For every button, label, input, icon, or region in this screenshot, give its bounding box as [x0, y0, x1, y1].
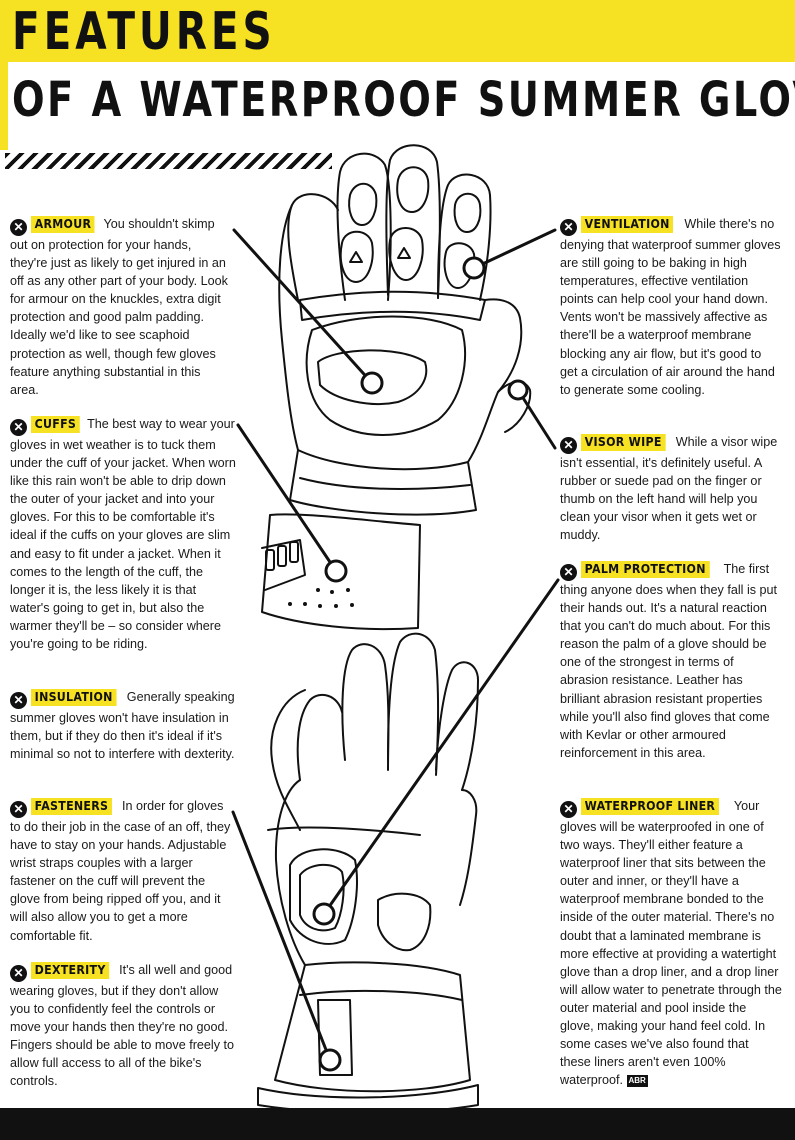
feature-body: Your gloves will be waterproofed in one … — [560, 799, 782, 1088]
feature-body: In order for gloves to do their job in t… — [10, 799, 231, 943]
page-subtitle: OF A WATERPROOF SUMMER GLOVE — [12, 72, 795, 128]
feature-tag: VISOR WIPE — [581, 434, 666, 451]
feature-body: While a visor wipe isn't essential, it's… — [560, 435, 778, 543]
close-x-circle-icon: ✕ — [10, 219, 27, 236]
close-x-circle-icon: ✕ — [560, 564, 577, 581]
palm-glove-drawing — [257, 632, 479, 1114]
feature-tag: PALM PROTECTION — [581, 561, 710, 578]
feature-tag: WATERPROOF LINER — [581, 798, 719, 815]
close-x-circle-icon: ✕ — [10, 419, 27, 436]
header-band — [0, 0, 795, 62]
abr-logo: ABR — [626, 1075, 648, 1088]
feature-body: The first thing anyone does when they fa… — [560, 562, 778, 760]
feature-body: Generally speaking summer gloves won't h… — [10, 690, 235, 762]
back-glove-drawing — [261, 144, 532, 631]
page-title: FEATURES — [12, 2, 276, 62]
footer-bar — [0, 1108, 795, 1140]
close-x-circle-icon: ✕ — [10, 692, 27, 709]
close-x-circle-icon: ✕ — [10, 801, 27, 818]
feature-tag: DEXTERITY — [31, 962, 110, 979]
hatch-divider — [5, 153, 332, 169]
feature-body: While there's no denying that waterproof… — [560, 217, 781, 397]
feature-body: It's all well and good wearing gloves, b… — [10, 963, 235, 1089]
left-accent-stripe — [0, 0, 8, 150]
feature-tag: INSULATION — [31, 689, 117, 706]
feature-tag: CUFFS — [31, 416, 80, 433]
feature-tag: VENTILATION — [581, 216, 674, 233]
close-x-circle-icon: ✕ — [560, 437, 577, 454]
feature-tag: FASTENERS — [31, 798, 112, 815]
feature-body: You shouldn't skimp out on protection fo… — [10, 217, 228, 397]
feature-body: The best way to wear your gloves in wet … — [10, 417, 236, 652]
callout-rings — [312, 256, 529, 1072]
feature-tag: ARMOUR — [31, 216, 95, 233]
close-x-circle-icon: ✕ — [10, 965, 27, 982]
close-x-circle-icon: ✕ — [560, 801, 577, 818]
close-x-circle-icon: ✕ — [560, 219, 577, 236]
callout-lines — [231, 228, 560, 1062]
